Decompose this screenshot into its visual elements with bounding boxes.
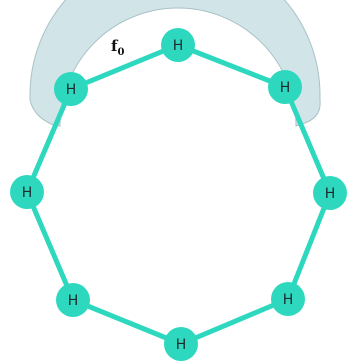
atom-label: H	[176, 337, 187, 353]
atom-0: H	[161, 28, 195, 62]
atom-1: H	[268, 70, 302, 104]
bond-6	[24, 86, 74, 195]
atom-3: H	[271, 282, 305, 316]
fragment-label-main: f	[111, 37, 119, 55]
bond-layer	[24, 42, 333, 347]
atom-layer: H H H H H H H H	[10, 28, 347, 361]
atom-label: H	[66, 82, 77, 98]
fragment-region	[29, 0, 321, 127]
atom-circle	[268, 70, 302, 104]
atom-5: H	[56, 283, 90, 317]
bond-3	[178, 296, 291, 347]
atom-6: H	[10, 175, 44, 209]
atom-label: H	[173, 38, 184, 54]
bond-1	[282, 84, 333, 196]
atom-label: H	[325, 186, 336, 202]
atom-circle	[56, 283, 90, 317]
fragment-label-subscript: 0	[117, 47, 124, 58]
atom-label: H	[22, 185, 33, 201]
atom-label: H	[280, 80, 291, 96]
atom-label: H	[68, 293, 79, 309]
atom-7: H	[54, 72, 88, 106]
bond-4	[70, 297, 184, 347]
atom-4: H	[164, 327, 198, 361]
bond-7	[68, 42, 181, 92]
atom-circle	[313, 176, 347, 210]
atom-circle	[161, 28, 195, 62]
bond-2	[285, 190, 333, 302]
atom-2: H	[313, 176, 347, 210]
atom-circle	[54, 72, 88, 106]
bond-5	[24, 189, 76, 303]
fragment-label: f0	[111, 37, 124, 58]
atom-circle	[271, 282, 305, 316]
atom-circle	[10, 175, 44, 209]
bond-0	[175, 42, 288, 90]
atom-label: H	[283, 292, 294, 308]
atom-circle	[164, 327, 198, 361]
